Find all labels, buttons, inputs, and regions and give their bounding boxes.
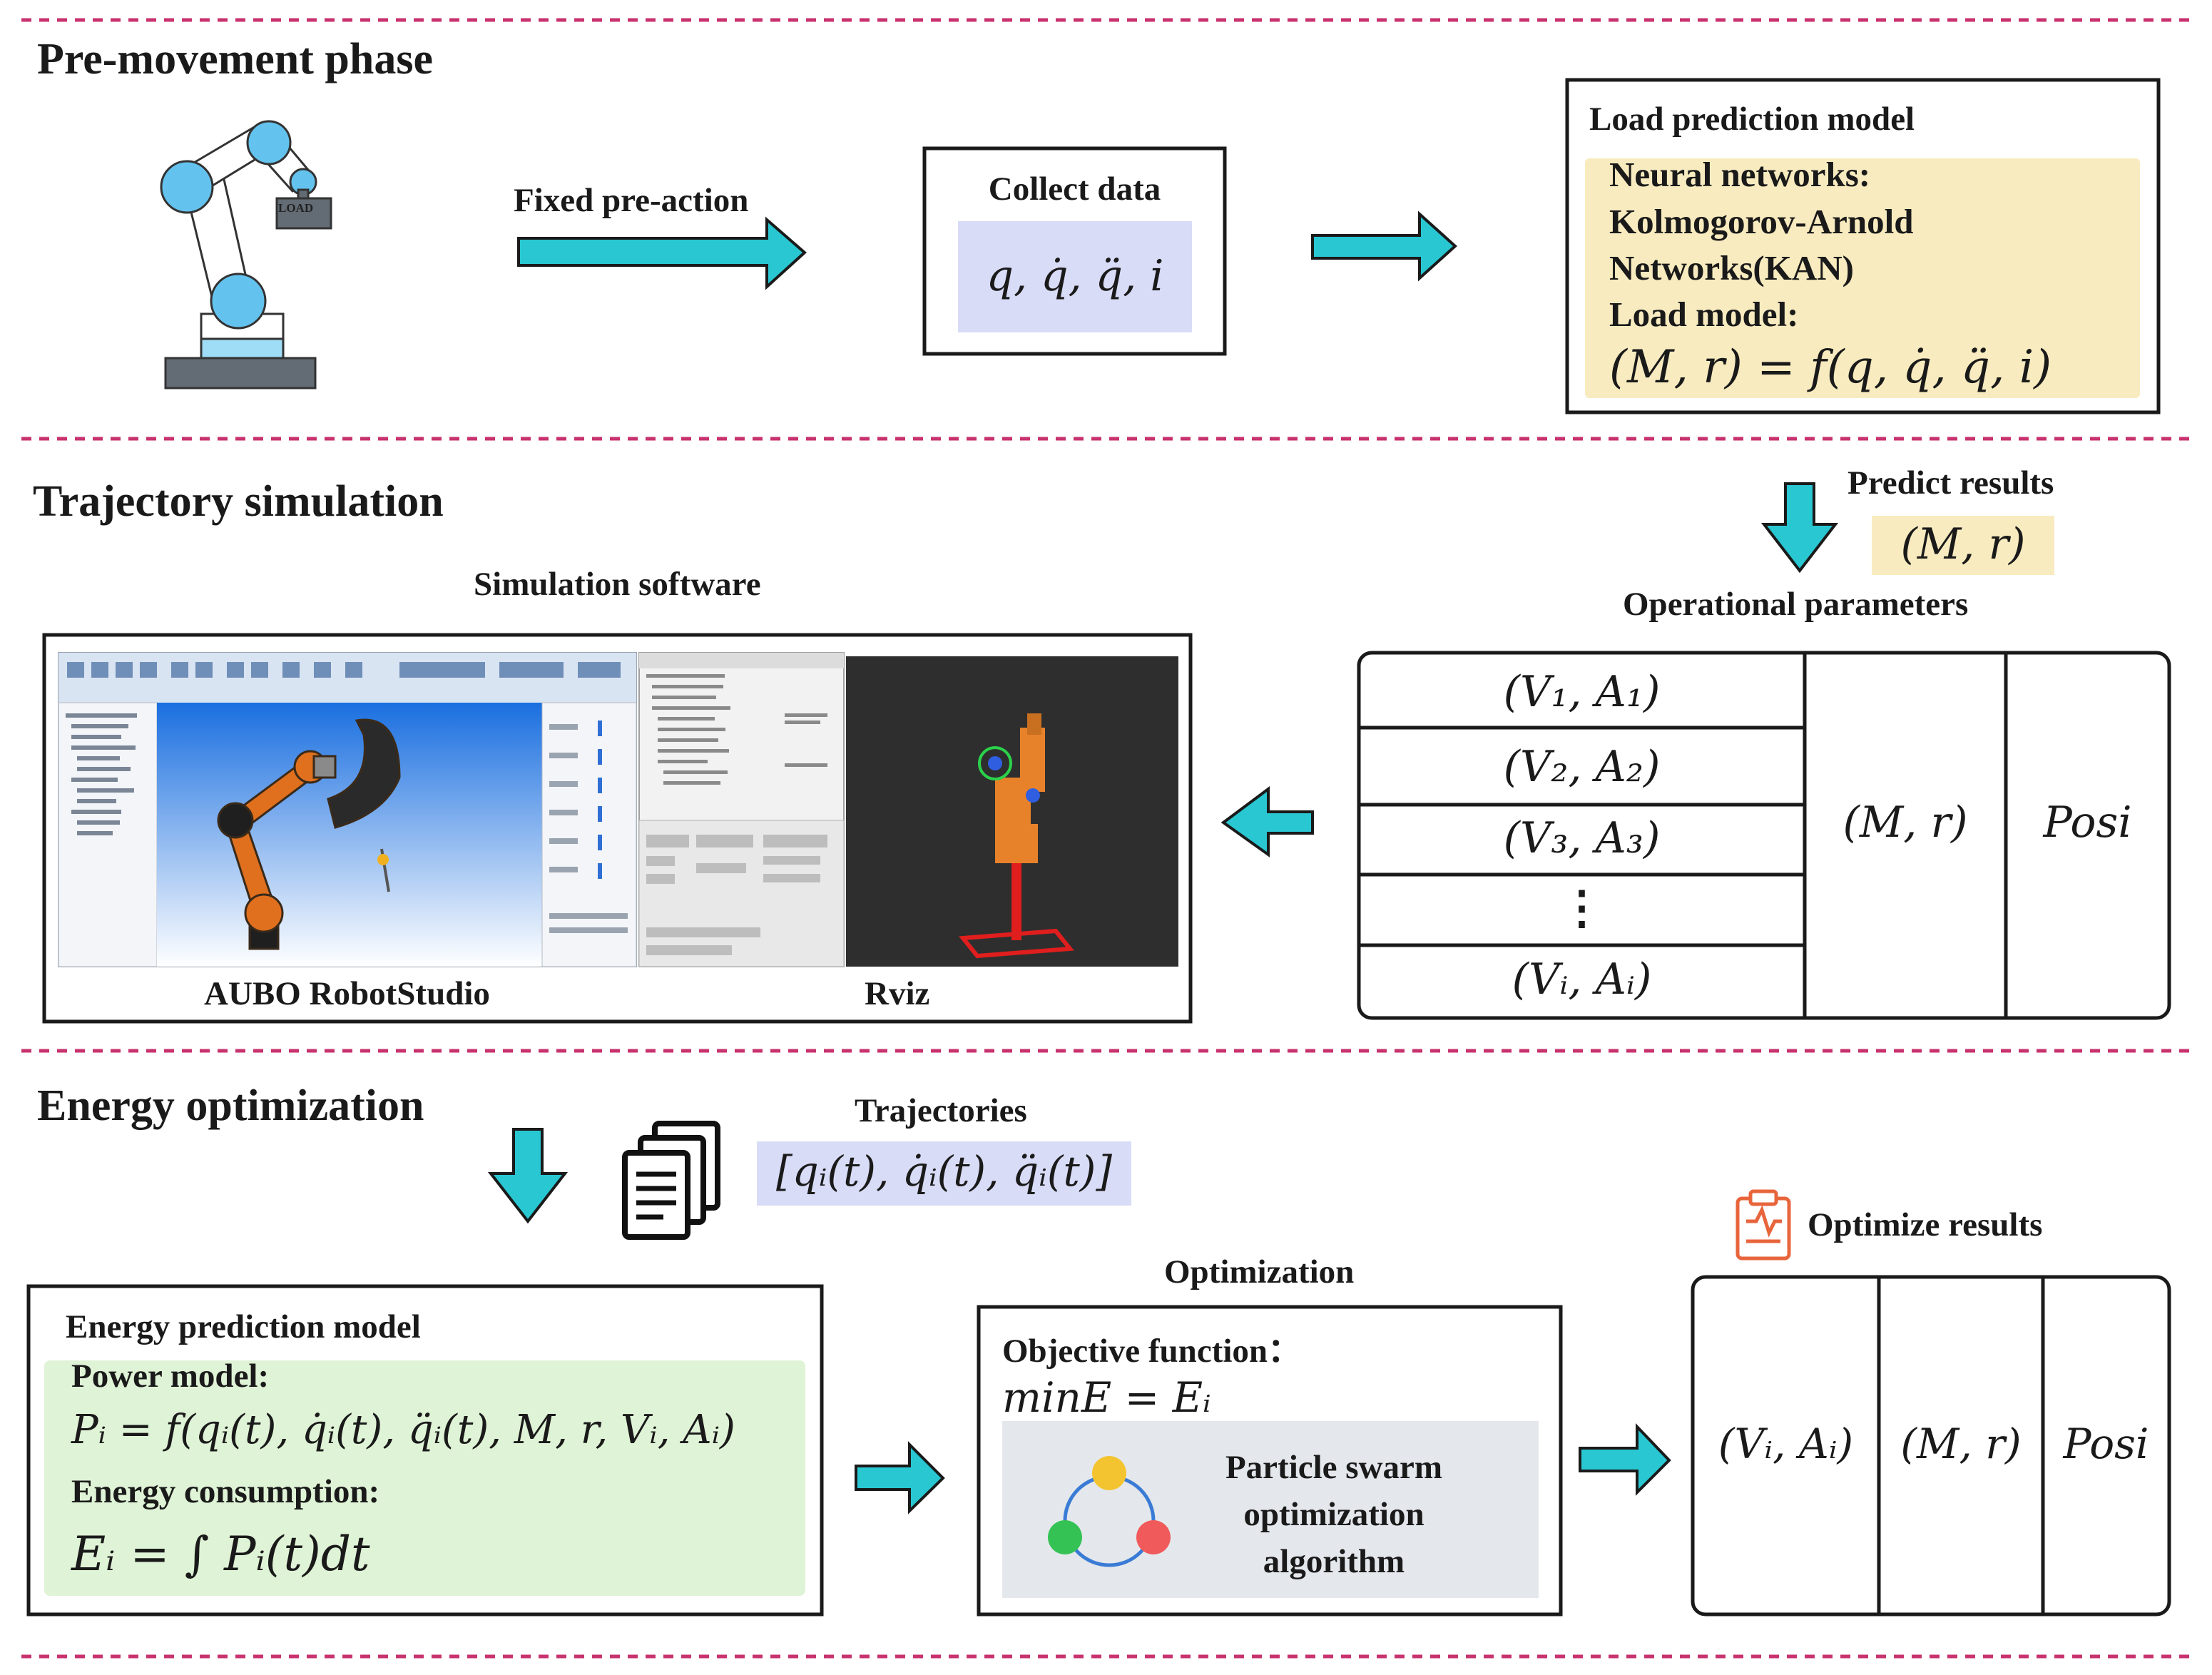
- rviz-label: Rviz: [865, 975, 930, 1012]
- results-table-grid: [1877, 1277, 2045, 1614]
- load-model-label: Load model:: [1609, 295, 1799, 334]
- energy-consumption-formula: Eᵢ = ∫ Pᵢ(t)dt: [71, 1527, 370, 1582]
- table-row-3: (V₃, A₃): [1503, 813, 1661, 863]
- optimization-box: [977, 1305, 1563, 1617]
- energy-model-title: Energy prediction model: [66, 1308, 421, 1345]
- arrow-predict-down: [1760, 482, 1839, 574]
- section-title-pre-movement: Pre-movement phase: [37, 35, 434, 83]
- predict-formula-bg: [1872, 516, 2054, 575]
- clipboard-chart-icon: [1736, 1189, 1791, 1261]
- fixed-pre-action-label: Fixed pre-action: [514, 182, 749, 219]
- table-col-posi: Posi: [2043, 798, 2132, 847]
- documents-icon: [622, 1121, 720, 1240]
- table-row-i: (Vᵢ, Aᵢ): [1512, 954, 1652, 1004]
- section-title-trajectory: Trajectory simulation: [33, 477, 444, 526]
- collect-data-title: Collect data: [988, 170, 1161, 208]
- kan-line2: Networks(KAN): [1609, 248, 1854, 287]
- operational-table-grid: [1359, 653, 2008, 1018]
- load-model-title: Load prediction model: [1589, 101, 1915, 138]
- operational-table: [1357, 651, 2171, 1020]
- load-model-formula: (M, r) = f(q, q̇, q̈, i): [1609, 341, 2052, 394]
- operational-parameters-label: Operational parameters: [1623, 586, 1969, 623]
- table-row-ellipsis: ⋮: [1559, 882, 1605, 933]
- kan-line1: Kolmogorov-Arnold: [1609, 202, 1914, 241]
- collect-formula-bg: [958, 221, 1192, 332]
- arrow-to-results: [1579, 1423, 1671, 1496]
- results-col-va: (Vᵢ, Aᵢ): [1718, 1420, 1854, 1468]
- pso-bg: [1002, 1421, 1539, 1598]
- results-col-posi: Posi: [2063, 1420, 2149, 1468]
- load-prediction-box: [1565, 78, 2161, 414]
- pso-line1: Particle swarm: [1225, 1449, 1443, 1486]
- neural-networks-label: Neural networks:: [1609, 155, 1871, 194]
- energy-consumption-label: Energy consumption:: [71, 1473, 380, 1510]
- collect-data-box: [922, 146, 1227, 356]
- table-row-1: (V₁, A₁): [1503, 667, 1661, 717]
- results-col-mr: (M, r): [1900, 1420, 2022, 1468]
- objective-formula: minE = Eᵢ: [1002, 1373, 1211, 1422]
- aubo-robotstudio-screenshot: [58, 652, 637, 967]
- load-formula-bg: [1585, 158, 2140, 398]
- arrow-fixed-pre-action: [517, 216, 807, 290]
- table-row-2: (V₂, A₂): [1503, 742, 1661, 792]
- energy-model-box: [26, 1284, 824, 1617]
- predict-results-formula: (M, r): [1900, 519, 2026, 569]
- arrow-energy-down: [487, 1128, 569, 1224]
- arrow-to-simulation: [1220, 786, 1314, 857]
- arrow-to-load-model: [1311, 210, 1457, 282]
- trajectories-label: Trajectories: [855, 1092, 1027, 1129]
- particle-swarm-icon: [1048, 1456, 1171, 1567]
- arrow-to-optimization: [855, 1441, 945, 1514]
- table-col-mr: (M, r): [1843, 798, 1968, 847]
- energy-formula-bg: [44, 1360, 805, 1596]
- optimization-label: Optimization: [1164, 1253, 1355, 1290]
- power-model-label: Power model:: [71, 1358, 270, 1395]
- objective-function-label: Objective function：: [1002, 1333, 1302, 1370]
- trajectories-formula: [qᵢ(t), q̇ᵢ(t), q̈ᵢ(t)]: [775, 1147, 1113, 1196]
- optimize-results-label: Optimize results: [1808, 1206, 2043, 1243]
- predict-results-label: Predict results: [1847, 464, 2054, 502]
- rviz-screenshot: [638, 652, 1178, 967]
- robot-arm-icon: [160, 120, 332, 390]
- pso-line2: optimization: [1243, 1496, 1424, 1533]
- collect-data-formula: q, q̇, q̈, i: [986, 251, 1164, 301]
- aubo-robotstudio-label: AUBO RobotStudio: [204, 975, 490, 1012]
- simulation-software-label: Simulation software: [474, 566, 761, 603]
- trajectories-formula-bg: [757, 1141, 1131, 1206]
- results-table: [1691, 1275, 2171, 1617]
- section-dividers: [21, 18, 2191, 1659]
- power-model-formula: Pᵢ = f(qᵢ(t), q̇ᵢ(t), q̈ᵢ(t), M, r, Vᵢ, …: [71, 1407, 735, 1453]
- section-title-energy: Energy optimization: [37, 1081, 424, 1130]
- pso-line3: algorithm: [1263, 1543, 1405, 1580]
- rviz-robot: [959, 713, 1074, 959]
- load-label: LOAD: [278, 201, 314, 215]
- simulation-box: [42, 633, 1193, 1024]
